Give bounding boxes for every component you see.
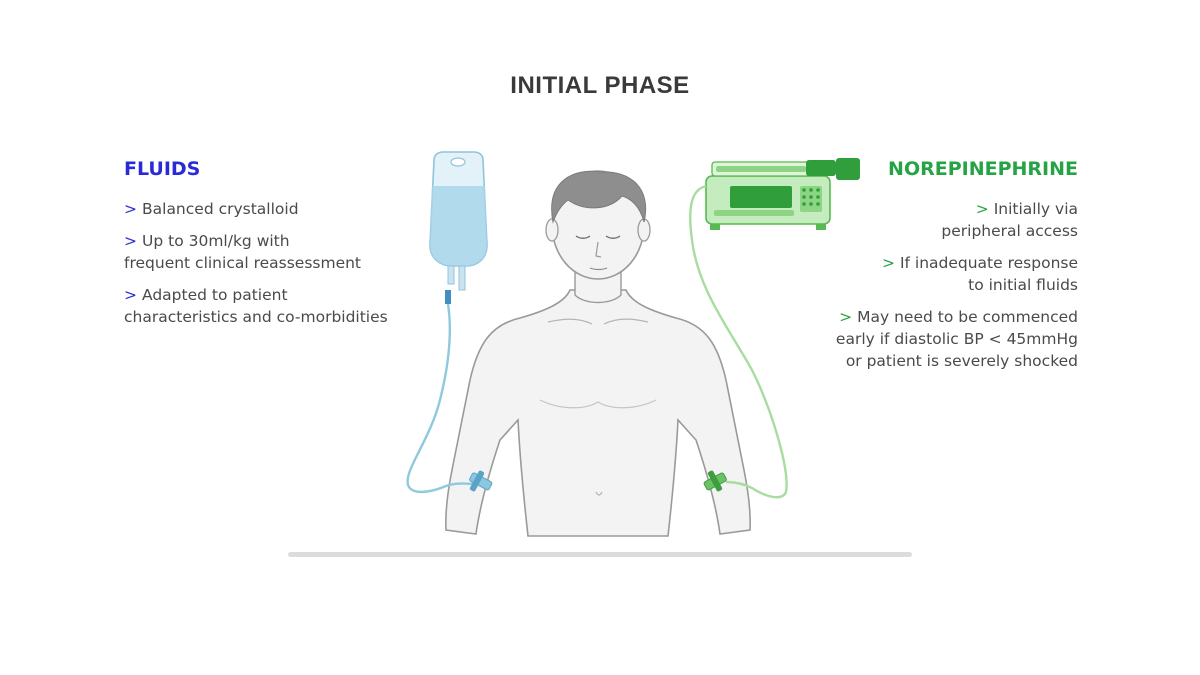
norepinephrine-item-text: If inadequate response to initial fluids [899,254,1078,294]
bullet-marker: > [124,200,137,218]
right-cannula-icon [703,470,727,492]
fluids-item: > Balanced crystalloid [124,198,454,220]
norepinephrine-heading: NOREPINEPHRINE [888,158,1078,180]
norepinephrine-list: >Initially via peripheral access >If ina… [748,198,1078,372]
patient-body [445,289,751,537]
norepinephrine-item-text: Initially via peripheral access [941,200,1078,240]
bullet-marker: > [124,286,137,304]
norepinephrine-panel: NOREPINEPHRINE >Initially via peripheral… [748,158,1078,382]
fluids-heading: FLUIDS [124,158,201,180]
fluids-item: >Adapted to patient characteristics and … [124,284,454,328]
left-cannula-icon [469,470,493,492]
bullet-marker: > [839,308,853,326]
syringe-pump-icon [705,158,860,230]
ground-line [288,552,912,557]
patient-clavicle [547,318,649,325]
norepinephrine-item: >Initially via peripheral access [748,198,1078,242]
iv-line [406,303,479,494]
fluids-item: >Up to 30ml/kg with frequent clinical re… [124,230,454,274]
fluids-item-text: Adapted to patient characteristics and c… [124,286,388,326]
patient-navel [595,491,603,496]
page-title: INITIAL PHASE [510,72,690,99]
fluids-list: >Balanced crystalloid >Up to 30ml/kg wit… [124,198,454,328]
patient-hair [551,170,647,224]
fluids-item-text: Up to 30ml/kg with frequent clinical rea… [124,232,362,272]
fluids-panel: FLUIDS >Balanced crystalloid >Up to 30ml… [124,158,454,338]
fluids-item-text: Balanced crystalloid [142,200,299,218]
bullet-marker: > [975,200,989,218]
norepinephrine-item: >If inadequate response to initial fluid… [748,252,1078,296]
bullet-marker: > [124,232,137,250]
pump-line [689,184,788,499]
bullet-marker: > [881,254,895,272]
norepinephrine-item: >May need to be commenced early if diast… [748,306,1078,372]
iv-bag-icon [429,151,488,304]
norepinephrine-item-text: May need to be commenced early if diasto… [835,308,1078,370]
patient-chest [539,399,657,409]
